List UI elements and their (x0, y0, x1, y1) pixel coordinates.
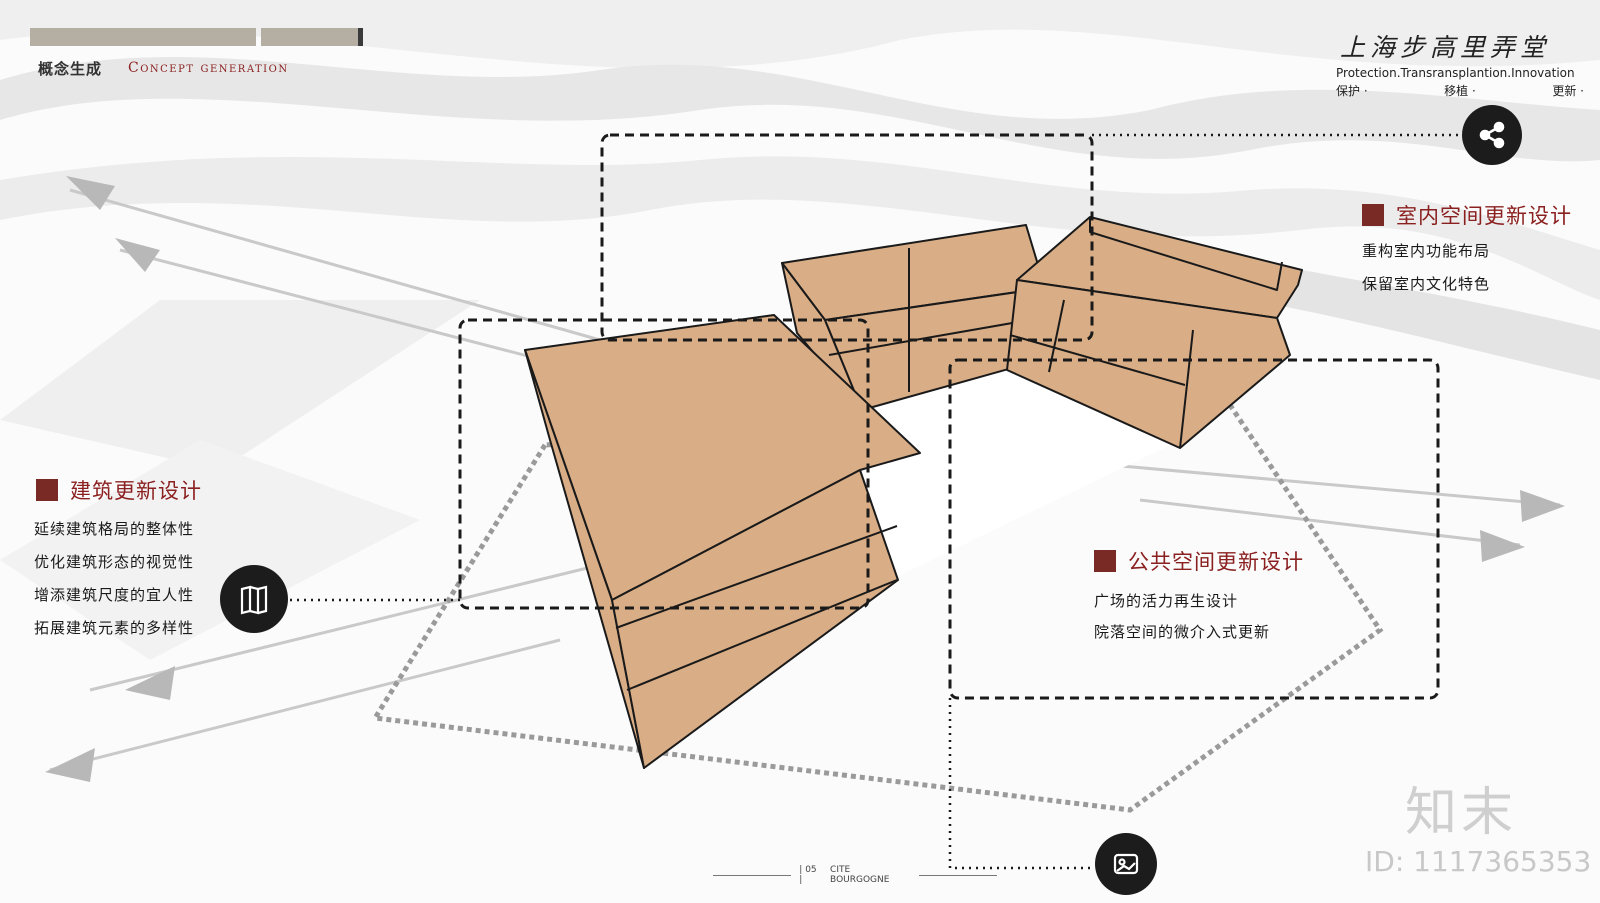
public-item: 院落空间的微介入式更新 (1094, 623, 1271, 641)
brand-sub-item: 保护 · (1336, 84, 1368, 98)
image-button[interactable] (1095, 833, 1157, 895)
interior-section-title: 室内空间更新设计 (1362, 200, 1572, 230)
building-item: 拓展建筑元素的多样性 (34, 619, 195, 637)
section-marker (1362, 204, 1384, 226)
header-bar (30, 28, 256, 46)
volume-back-right (1006, 216, 1303, 449)
header-bar (261, 28, 358, 46)
brand-sub-item: 更新 · (1552, 84, 1584, 98)
footer-rule (918, 874, 997, 876)
brand-subtitle: 保护 · 移植 · 更新 · (1336, 82, 1584, 99)
focus-box-public (948, 358, 1440, 700)
footer-name: CITE BOURGOGNE (830, 865, 890, 885)
page-title-cn: 概念生成 (38, 60, 103, 78)
book-pages-icon (240, 585, 268, 615)
interior-title-text: 室内空间更新设计 (1396, 204, 1572, 228)
share-icon (1479, 121, 1505, 149)
watermark-id: ID: 1117365353 (1365, 845, 1592, 878)
book-button[interactable] (220, 565, 288, 633)
volume-back-left (781, 224, 1046, 411)
brand-name: 上海步高里弄堂 (1339, 33, 1550, 62)
building-item: 延续建筑格局的整体性 (34, 520, 195, 538)
public-section-title: 公共空间更新设计 (1094, 546, 1304, 576)
image-icon (1113, 853, 1139, 875)
focus-box-interior (600, 133, 1094, 342)
public-item: 广场的活力再生设计 (1094, 592, 1239, 610)
section-marker (1094, 550, 1116, 572)
footer-rule (713, 874, 792, 876)
footer: | 05 | CITE BOURGOGNE (705, 865, 1005, 885)
building-title-text: 建筑更新设计 (70, 479, 202, 503)
building-section-title: 建筑更新设计 (36, 475, 202, 505)
watermark-logo: 知末 (1405, 783, 1518, 843)
section-marker (36, 479, 58, 501)
page-title-en: Concept generation (128, 60, 289, 76)
building-item: 优化建筑形态的视觉性 (34, 553, 195, 571)
page-number: | 05 | (799, 865, 817, 885)
building-item: 增添建筑尺度的宜人性 (34, 586, 195, 604)
volume-front (524, 314, 921, 769)
header-bar-accent (358, 28, 363, 46)
share-button[interactable] (1462, 105, 1522, 165)
public-title-text: 公共空间更新设计 (1128, 550, 1304, 574)
interior-item: 重构室内功能布局 (1362, 242, 1491, 260)
connector-public (948, 698, 1095, 870)
focus-box-building (458, 318, 870, 610)
site-floor (860, 362, 1170, 600)
interior-item: 保留室内文化特色 (1362, 275, 1491, 293)
brand-sub-item: 移植 · (1444, 84, 1476, 98)
brand-tagline: Protection.Transransplantion.Innovation (1336, 66, 1575, 80)
